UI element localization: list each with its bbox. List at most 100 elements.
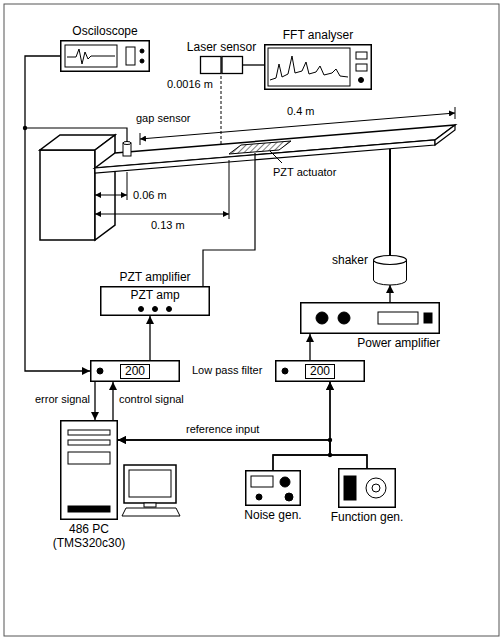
fft-analyser: FFT analyser: [264, 28, 372, 90]
oscilloscope-shape: [60, 40, 150, 72]
knob-symbol: [338, 312, 350, 324]
panel-part: [91, 361, 180, 382]
signal-wire: [389, 285, 390, 302]
panel-part: [424, 313, 432, 323]
signal-label: error signal: [34, 393, 91, 406]
laser-beam: [221, 76, 222, 144]
signal-wire: [273, 382, 330, 470]
panel-part: [344, 476, 356, 500]
panel-part: [268, 48, 350, 86]
knob-symbol: [153, 307, 158, 312]
laser-sensor: Laser sensor: [187, 40, 256, 74]
panel-part: [222, 57, 243, 74]
panel-part: [276, 361, 365, 382]
dimension-label: 0.13 m: [150, 219, 186, 232]
drawing-part: [95, 214, 229, 215]
knob-symbol: [280, 477, 290, 487]
computer-outline: [60, 420, 118, 520]
node-heading: Power amplifier: [357, 336, 440, 350]
noise-generator-outline: [245, 470, 301, 506]
panel-part: [124, 465, 176, 503]
panel-part: [129, 470, 171, 497]
panel-part: [301, 303, 440, 334]
noise-generator-shape: [245, 470, 301, 506]
knob-symbol: [372, 484, 380, 492]
panel-part: [61, 41, 150, 72]
panel-part: [68, 506, 110, 512]
part-label: Low pass filter: [191, 364, 263, 377]
shaker-symbol-shape: [373, 255, 407, 285]
signal-wire: [112, 382, 113, 420]
node-heading: shaker: [332, 253, 368, 267]
figure-frame: [4, 4, 499, 636]
trace-line: [270, 56, 348, 80]
knob-symbol: [359, 78, 364, 83]
panel-part: [251, 476, 273, 487]
position-dimensions: [95, 160, 229, 219]
shaker-rod: [389, 149, 391, 255]
panel-part: [246, 471, 301, 506]
signal-wire: [309, 334, 310, 360]
panel-part: [126, 47, 135, 65]
drawing-part: [140, 133, 141, 145]
knob-symbol: [285, 493, 293, 501]
knob-symbol: [139, 307, 144, 312]
panel-part: [65, 45, 117, 67]
part-label: gap sensor: [135, 112, 191, 125]
panel-part: [265, 45, 372, 90]
panel-part: [356, 52, 367, 59]
drawing-part: [229, 160, 230, 219]
knob-symbol: [316, 312, 328, 324]
function-generator-shape: [338, 468, 396, 508]
oscilloscope-outline: [60, 40, 150, 72]
drawing-part: [127, 172, 128, 200]
panel-part: [68, 452, 110, 464]
pzt-patch: [229, 141, 291, 154]
actuator-wire: [203, 153, 255, 286]
drawing-part: [40, 150, 95, 240]
panel-part: [68, 440, 110, 445]
drawing-part: [95, 135, 115, 240]
panel-part: [201, 57, 222, 74]
clamp-block: [40, 135, 115, 240]
knob-symbol: [140, 59, 144, 63]
knob-symbol: [140, 49, 144, 53]
pzt-amplifier-shape: PZT amp: [100, 286, 210, 316]
node-heading: 486 PC (TMS320c30): [50, 522, 128, 550]
fft-analyser-outline: [264, 44, 372, 90]
dimension-label: 0.0016 m: [166, 78, 214, 91]
fft-analyser-shape: [264, 44, 372, 90]
signal-wire: [149, 316, 150, 360]
dimension-label: 0.4 m: [286, 105, 316, 118]
knob-symbol: [97, 368, 103, 374]
signal-wire: [25, 56, 90, 371]
computer-shape: [60, 420, 118, 520]
filter-box: 200: [90, 360, 180, 382]
leader-line: [270, 151, 282, 163]
panel-part: [144, 503, 156, 507]
pzt-amplifier: PZT amplifierPZT amp: [100, 270, 210, 316]
function-generator-outline: [338, 468, 396, 508]
knob-symbol: [256, 494, 262, 500]
power-amplifier: Power amplifier: [300, 302, 440, 350]
knob-symbol: [366, 478, 386, 498]
shaker-symbol: shaker: [332, 255, 407, 285]
sensor-wire: [25, 128, 127, 142]
box-text: 200: [120, 364, 150, 379]
filter-box: 200: [275, 360, 365, 382]
gap-sensor-symbol: [123, 142, 131, 157]
panel-part: [68, 430, 110, 435]
dimension-label: 0.06 m: [132, 189, 168, 202]
panel-part: [339, 469, 396, 508]
node-heading: FFT analyser: [283, 28, 353, 42]
shaker-symbol-outline: [373, 255, 407, 285]
filter-box-shape: 200: [90, 360, 180, 382]
panel-part: [61, 421, 118, 520]
function-generator: Function gen.: [331, 468, 404, 524]
noise-generator: Noise gen.: [244, 470, 301, 522]
filter-box-shape: 200: [275, 360, 365, 382]
box-text: PZT amp: [130, 288, 179, 302]
laser-sensor-outline: [200, 56, 243, 74]
trace-line: [67, 49, 115, 64]
signal-label: control signal: [118, 393, 185, 406]
